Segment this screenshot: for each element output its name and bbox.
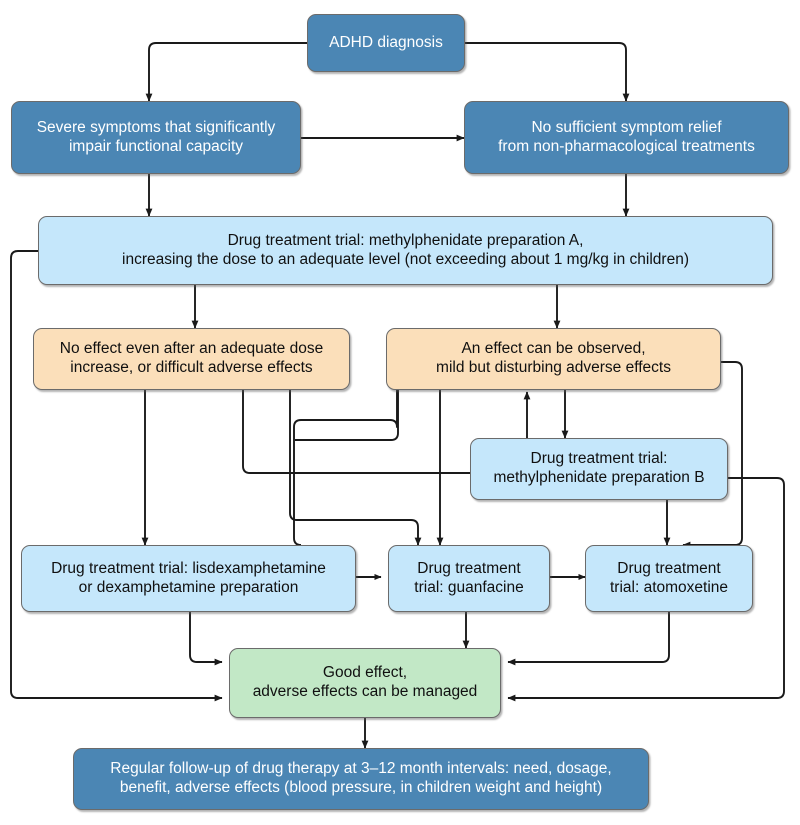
node-follow-up-text: Regular follow-up of drug therapy at 3–1…: [80, 760, 642, 798]
edge-effect-to-guanfacine: [293, 390, 398, 546]
node-mph-a[interactable]: Drug treatment trial: methylphenidate pr…: [38, 216, 773, 285]
node-lisdexamphetamine-text: Drug treatment trial: lisdexamphetamine …: [28, 560, 349, 598]
node-no-relief-text: No sufficient symptom relief from non-ph…: [471, 119, 782, 157]
node-severe-symptoms-text: Severe symptoms that significantly impai…: [18, 119, 294, 157]
node-mph-b[interactable]: Drug treatment trial: methylphenidate pr…: [470, 438, 728, 500]
node-mph-b-text: Drug treatment trial: methylphenidate pr…: [477, 450, 721, 488]
node-lisdexamphetamine-line1: Drug treatment trial: lisdexamphetamine: [51, 559, 326, 577]
node-mph-a-text: Drug treatment trial: methylphenidate pr…: [45, 232, 766, 270]
node-adhd-diagnosis-label: ADHD diagnosis: [329, 33, 443, 51]
node-no-effect-line1: No effect even after an adequate dose: [59, 340, 324, 358]
node-good-effect-text: Good effect, adverse effects can be mana…: [236, 664, 494, 702]
node-effect-observed[interactable]: An effect can be observed, mild but dist…: [386, 328, 721, 390]
node-no-relief-line2: from non-pharmacological treatments: [498, 137, 755, 155]
node-mph-b-line1: Drug treatment trial:: [530, 450, 668, 468]
node-effect-observed-line1: An effect can be observed,: [461, 340, 646, 358]
node-guanfacine-text: Drug treatment trial: guanfacine: [395, 560, 543, 598]
node-follow-up-line2: benefit, adverse effects (blood pressure…: [119, 779, 603, 796]
node-mph-a-line1: Drug treatment trial: methylphenidate pr…: [227, 231, 584, 249]
node-severe-symptoms[interactable]: Severe symptoms that significantly impai…: [11, 101, 301, 174]
node-guanfacine[interactable]: Drug treatment trial: guanfacine: [388, 545, 550, 612]
edge-diagnosis-to-severe: [145, 42, 308, 102]
node-mph-a-line2: increasing the dose to an adequate level…: [122, 250, 689, 268]
node-atomoxetine-text: Drug treatment trial: atomoxetine: [592, 560, 746, 598]
node-no-relief[interactable]: No sufficient symptom relief from non-ph…: [464, 101, 789, 174]
node-adhd-diagnosis[interactable]: ADHD diagnosis: [307, 14, 465, 72]
node-no-effect-text: No effect even after an adequate dose in…: [40, 340, 343, 378]
node-good-effect[interactable]: Good effect, adverse effects can be mana…: [229, 648, 501, 718]
node-effect-observed-line2: mild but disturbing adverse effects: [436, 359, 671, 376]
node-lisdexamphetamine-line2: or dexamphetamine preparation: [78, 578, 299, 596]
node-severe-symptoms-line2: impair functional capacity: [68, 137, 244, 155]
node-guanfacine-line1: Drug treatment: [417, 559, 521, 577]
node-no-effect-line2: increase, or difficult adverse effects: [70, 359, 313, 376]
node-follow-up-line1: Regular follow-up of drug therapy at 3–1…: [110, 760, 612, 778]
node-mph-b-line2: methylphenidate preparation B: [493, 469, 705, 486]
node-effect-observed-text: An effect can be observed, mild but dist…: [393, 340, 714, 378]
node-lisdexamphetamine[interactable]: Drug treatment trial: lisdexamphetamine …: [21, 545, 356, 612]
node-atomoxetine-line2: trial: atomoxetine: [609, 578, 729, 596]
edge-effect-to-mid: [295, 390, 399, 441]
node-no-effect[interactable]: No effect even after an adequate dose in…: [33, 328, 350, 390]
edge-atomoxetine-to-goodeffect: [507, 612, 670, 666]
edge-noeffect-to-guanfacine: [289, 390, 422, 546]
edge-diagnosis-to-norelief: [464, 42, 630, 102]
node-good-effect-line2: adverse effects can be managed: [252, 683, 478, 700]
node-good-effect-line1: Good effect,: [322, 664, 408, 682]
node-severe-symptoms-line1: Severe symptoms that significantly: [36, 118, 276, 136]
node-atomoxetine-line1: Drug treatment: [617, 559, 721, 577]
node-follow-up[interactable]: Regular follow-up of drug therapy at 3–1…: [73, 748, 649, 810]
node-no-relief-line1: No sufficient symptom relief: [531, 118, 722, 136]
edge-lisdex-to-goodeffect: [189, 612, 223, 666]
node-guanfacine-line2: trial: guanfacine: [414, 578, 524, 596]
edge-mpha-to-goodeffect: [10, 250, 223, 702]
node-atomoxetine[interactable]: Drug treatment trial: atomoxetine: [585, 545, 753, 612]
